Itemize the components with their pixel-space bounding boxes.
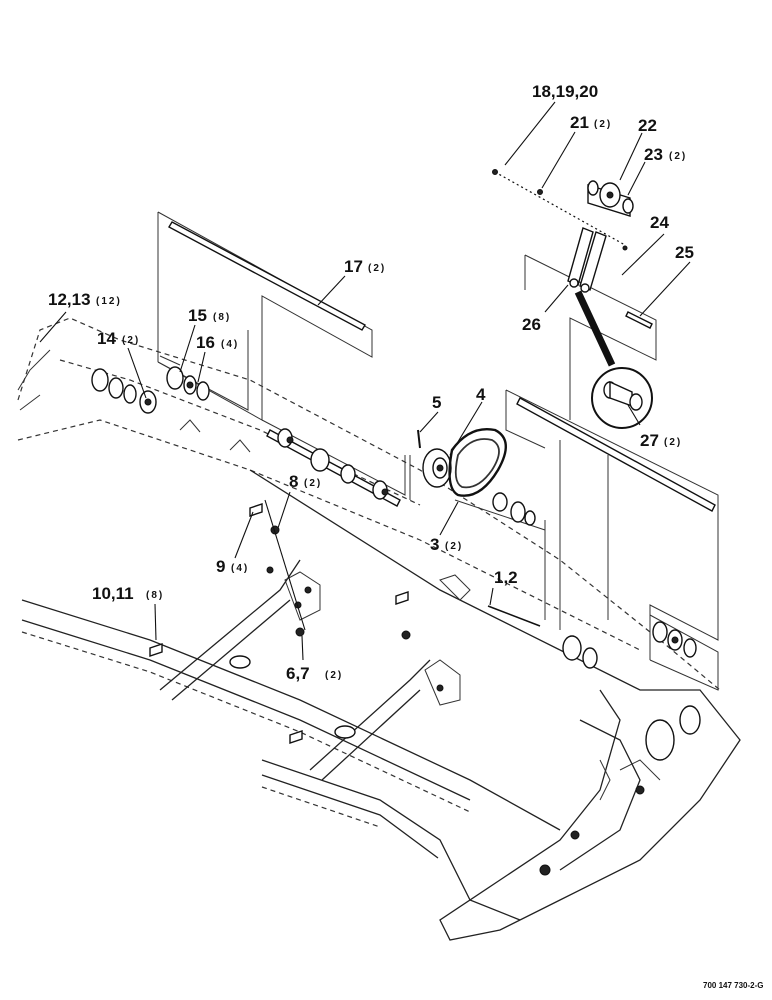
header-frame <box>17 317 741 941</box>
callout-16-qty: (4) <box>221 339 239 350</box>
callout-labels: 18,19,20 21 (2) 22 23 (2) 24 25 26 27 (2… <box>48 82 764 990</box>
bolt-5 <box>417 429 421 449</box>
callout-27: 27 <box>640 431 659 450</box>
callout-4: 4 <box>476 385 486 404</box>
callout-17-qty: (2) <box>368 263 386 274</box>
idler-bearings <box>492 492 697 669</box>
callout-26: 26 <box>522 315 541 334</box>
callout-1-2: 1,2 <box>494 568 518 587</box>
callout-17: 17 <box>344 257 363 276</box>
callout-16: 16 <box>196 333 215 352</box>
upper-idler-assembly <box>492 169 653 329</box>
callout-3-qty: (2) <box>445 541 463 552</box>
callout-22: 22 <box>638 116 657 135</box>
callout-6-7: 6,7 <box>286 664 310 683</box>
callout-24: 24 <box>650 213 669 232</box>
callout-23: 23 <box>644 145 663 164</box>
leader-lines <box>39 101 691 661</box>
callout-9: 9 <box>216 557 225 576</box>
callout-15-qty: (8) <box>213 312 231 323</box>
callout-12-13: 12,13 <box>48 290 91 309</box>
callout-10-11-qty: (8) <box>146 590 164 601</box>
exploded-panels <box>157 211 719 691</box>
drawing-reference-number: 700 147 730-2-G <box>703 981 764 990</box>
callout-5: 5 <box>432 393 441 412</box>
callout-10-11: 10,11 <box>92 584 134 603</box>
callout-6-7-qty: (2) <box>325 670 343 681</box>
drive-shaft <box>266 428 401 507</box>
callout-21: 21 <box>570 113 589 132</box>
bearing-stack-left <box>91 366 210 414</box>
callout-8-qty: (2) <box>304 478 322 489</box>
bolt-1-2 <box>487 605 541 627</box>
callout-18-19-20: 18,19,20 <box>532 82 598 101</box>
drive-parts <box>91 169 697 744</box>
callout-14-qty: (2) <box>122 335 140 346</box>
callout-21-qty: (2) <box>594 119 612 130</box>
callout-14: 14 <box>97 329 116 348</box>
callout-12-13-qty: (12) <box>96 296 122 307</box>
detail-circle <box>574 290 653 429</box>
sheave-and-belt <box>422 428 507 497</box>
callout-9-qty: (4) <box>231 563 249 574</box>
callout-3: 3 <box>430 535 439 554</box>
callout-25: 25 <box>675 243 694 262</box>
callout-23-qty: (2) <box>669 151 687 162</box>
callout-8: 8 <box>289 472 298 491</box>
callout-15: 15 <box>188 306 207 325</box>
callout-27-qty: (2) <box>664 437 682 448</box>
